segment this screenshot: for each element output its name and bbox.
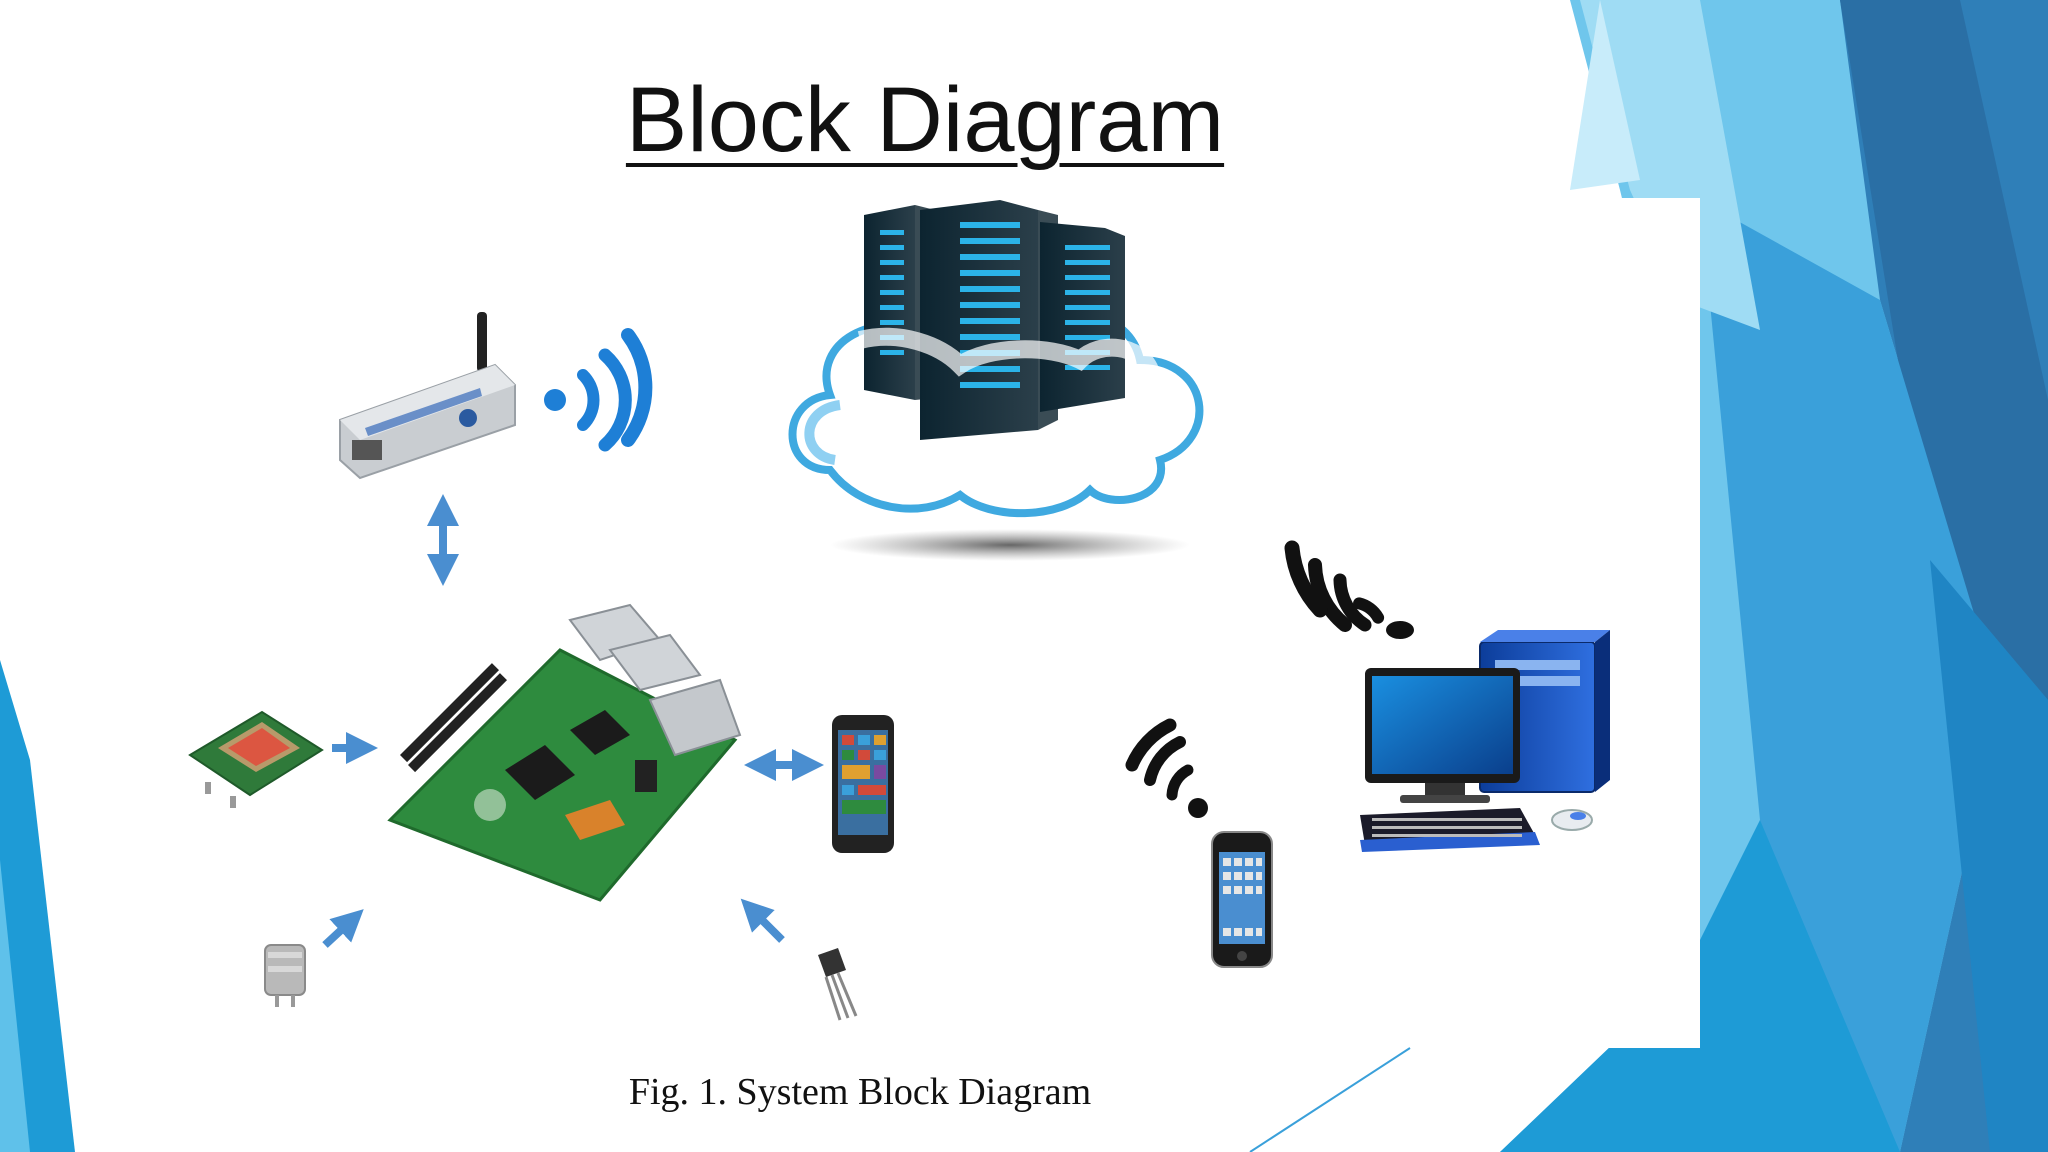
wifi-signal-icon (544, 328, 653, 452)
wifi-signal-icon-phone (1125, 718, 1208, 818)
gsm-modem-icon (339, 312, 516, 480)
wifi-signal-icon-desktop (1284, 540, 1414, 639)
temp-pi-arrow (740, 898, 785, 943)
raspberry-pi-board-icon (375, 603, 745, 905)
desktop-computer-icon (1360, 630, 1610, 852)
gps-module-icon (188, 710, 324, 808)
cloud-server-icon (788, 200, 1204, 561)
gas-pi-arrow (322, 909, 364, 948)
gas-sensor-icon (264, 944, 306, 1007)
iphone-icon (1211, 831, 1273, 968)
temperature-sensor-icon (818, 948, 858, 1021)
figure-caption: Fig. 1. System Block Diagram (628, 1071, 1092, 1113)
slide-title: Block Diagram (625, 69, 1225, 171)
smartphone-icon (832, 715, 894, 853)
